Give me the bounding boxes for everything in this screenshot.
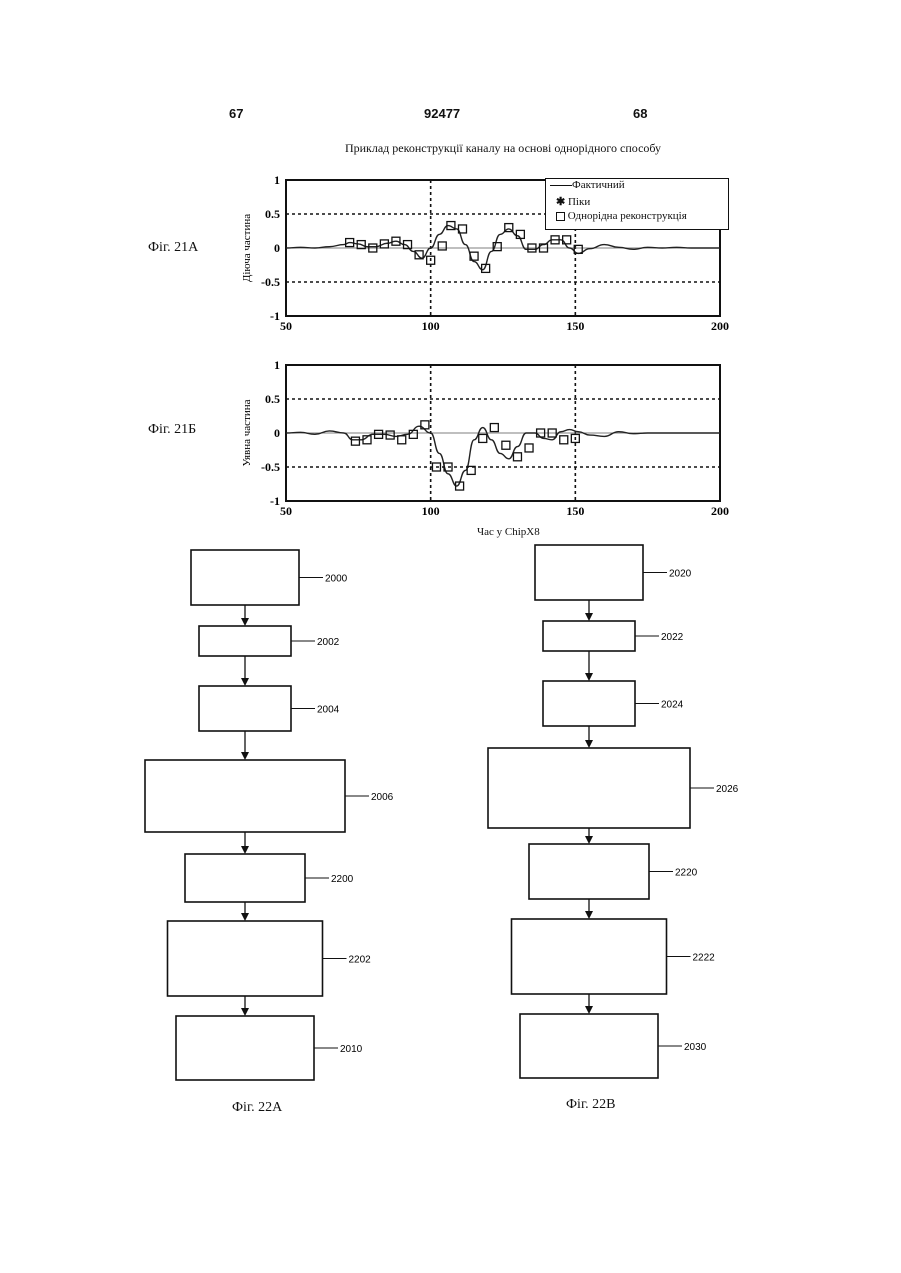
- reconstruction-point: [502, 441, 510, 449]
- fig-21a-label: Фіг. 21А: [148, 240, 198, 256]
- flow-box: [520, 1014, 658, 1078]
- arrow-down-icon: [585, 836, 593, 844]
- y-axis-label: Діюча частина: [241, 214, 253, 282]
- flow-step-label: 2220: [675, 868, 698, 879]
- fig-21b-label: Фіг. 21Б: [148, 422, 196, 438]
- reconstruction-point: [398, 436, 406, 444]
- arrow-down-icon: [241, 752, 249, 760]
- page-number-right: 68: [633, 106, 647, 121]
- arrow-down-icon: [585, 740, 593, 748]
- chart-21b: 1 0.5 0 -0.5 -150 100 150 200 Уявна частина: [230, 355, 750, 525]
- legend-item-actual: Фактичний: [550, 179, 625, 191]
- x-tick-label: 150: [566, 319, 584, 333]
- arrow-down-icon: [585, 1006, 593, 1014]
- flow-step-label: 2000: [325, 574, 348, 585]
- flow-box: [535, 545, 643, 600]
- flow-box: [543, 681, 635, 726]
- flow-step-label: 2002: [317, 637, 340, 648]
- series-line-actual: [286, 426, 720, 486]
- flow-step-label: 2026: [716, 784, 739, 795]
- flow-step-label: 2030: [684, 1042, 707, 1053]
- flow-step-label: 2202: [349, 955, 372, 966]
- flowchart-22a: 2000 2002 2004 2006 2200 2202 2010: [130, 540, 430, 1100]
- flow-step-label: 2006: [371, 792, 394, 803]
- y-tick-label: 0: [274, 426, 280, 440]
- y-tick-label: 0.5: [265, 207, 280, 221]
- y-tick-label: -1: [270, 494, 280, 508]
- arrow-down-icon: [585, 673, 593, 681]
- fig-22a-caption: Фіг. 22А: [232, 1100, 282, 1116]
- y-tick-label: 0: [274, 241, 280, 255]
- page-number-left: 67: [229, 106, 243, 121]
- arrow-down-icon: [241, 913, 249, 921]
- reconstruction-point: [438, 242, 446, 250]
- flow-box: [543, 621, 635, 651]
- flow-box: [176, 1016, 314, 1080]
- flow-box: [168, 921, 323, 996]
- x-tick-label: 100: [422, 504, 440, 518]
- reconstruction-point: [525, 444, 533, 452]
- legend-label-peaks: Піки: [568, 196, 590, 208]
- figure-21-title: Приклад реконструкції каналу на основі о…: [0, 141, 901, 156]
- x-tick-label: 50: [280, 504, 292, 518]
- y-tick-label: -0.5: [261, 275, 280, 289]
- reconstruction-point: [479, 434, 487, 442]
- x-tick-label: 50: [280, 319, 292, 333]
- flow-box: [185, 854, 305, 902]
- flow-step-label: 2010: [340, 1044, 363, 1055]
- y-tick-label: -1: [270, 309, 280, 323]
- flow-step-label: 2222: [693, 953, 716, 964]
- square-marker-icon: [556, 212, 565, 221]
- arrow-down-icon: [241, 846, 249, 854]
- arrow-down-icon: [241, 1008, 249, 1016]
- arrow-down-icon: [585, 613, 593, 621]
- x-tick-label: 200: [711, 319, 729, 333]
- legend-label-actual: Фактичний: [572, 179, 625, 191]
- flow-box: [199, 686, 291, 731]
- reconstruction-point: [351, 437, 359, 445]
- flow-step-label: 2024: [661, 700, 684, 711]
- y-tick-label: 1: [274, 358, 280, 372]
- flow-step-label: 2020: [669, 569, 692, 580]
- legend-item-peaks: ✱ Піки: [556, 195, 590, 208]
- flow-box: [145, 760, 345, 832]
- flow-step-label: 2200: [331, 874, 354, 885]
- x-tick-label: 100: [422, 319, 440, 333]
- chart-21b-plot: 1 0.5 0 -0.5 -150 100 150 200 Уявна частина: [241, 358, 729, 518]
- flow-step-label: 2022: [661, 632, 684, 643]
- flowchart-22b: 2020 2022 2024 2026 2220 2222 2030: [480, 540, 780, 1100]
- y-tick-label: 0.5: [265, 392, 280, 406]
- chart-xlabel: Час у ChipX8: [477, 526, 540, 538]
- legend-label-reconstruction: Однорідна реконструкція: [568, 210, 687, 222]
- flow-box: [512, 919, 667, 994]
- chart-21a-legend: Фактичний ✱ Піки Однорідна реконструкція: [545, 178, 729, 230]
- asterisk-icon: ✱: [556, 196, 565, 208]
- reconstruction-point: [560, 436, 568, 444]
- reconstruction-point: [490, 424, 498, 432]
- arrow-down-icon: [241, 618, 249, 626]
- patent-number: 92477: [424, 106, 460, 121]
- reconstruction-point: [513, 453, 521, 461]
- x-tick-label: 200: [711, 504, 729, 518]
- arrow-down-icon: [585, 911, 593, 919]
- reconstruction-point: [516, 230, 524, 238]
- flow-box: [199, 626, 291, 656]
- arrow-down-icon: [241, 678, 249, 686]
- y-tick-label: -0.5: [261, 460, 280, 474]
- y-axis-label: Уявна частина: [241, 399, 253, 466]
- reconstruction-point: [409, 430, 417, 438]
- flow-step-label: 2004: [317, 705, 340, 716]
- flow-box: [488, 748, 690, 828]
- flow-box: [529, 844, 649, 899]
- x-tick-label: 150: [566, 504, 584, 518]
- legend-item-reconstruction: Однорідна реконструкція: [556, 210, 687, 222]
- flow-box: [191, 550, 299, 605]
- fig-22b-caption: Фіг. 22В: [566, 1097, 615, 1113]
- y-tick-label: 1: [274, 173, 280, 187]
